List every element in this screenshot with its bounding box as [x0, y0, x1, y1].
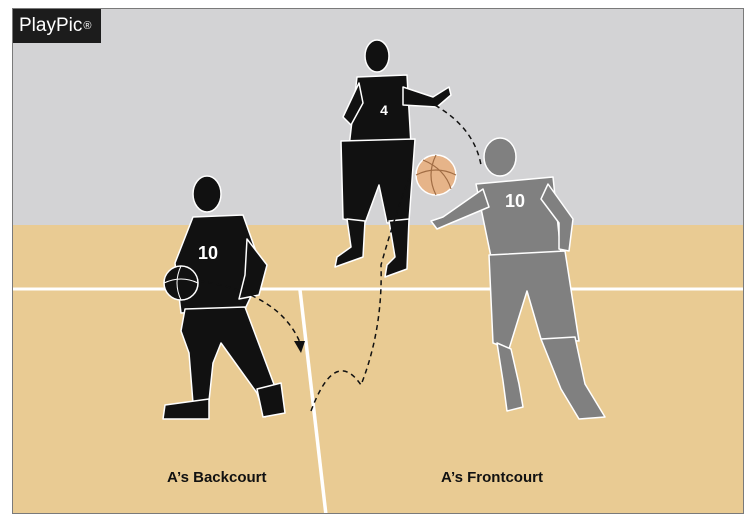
- frontcourt-label: A’s Frontcourt: [441, 469, 543, 486]
- playpic-logo: PlayPic®: [13, 9, 101, 43]
- registered-mark: ®: [83, 20, 91, 32]
- receiver-jersey: 10: [505, 191, 525, 211]
- ball-in-flight: [416, 155, 456, 195]
- dribbler-jersey: 10: [198, 243, 218, 263]
- division-line: [300, 290, 326, 514]
- play-scene: 10 4 10: [13, 9, 744, 514]
- receiving-player: [431, 138, 605, 419]
- ball-held: [164, 266, 198, 300]
- playpic-illustration: PlayPic® 10 4: [12, 8, 744, 514]
- ball-path-arrowhead: [294, 341, 305, 353]
- backcourt-label: A’s Backcourt: [167, 469, 267, 486]
- passer-jersey: 4: [380, 102, 388, 118]
- logo-text: PlayPic: [19, 15, 82, 37]
